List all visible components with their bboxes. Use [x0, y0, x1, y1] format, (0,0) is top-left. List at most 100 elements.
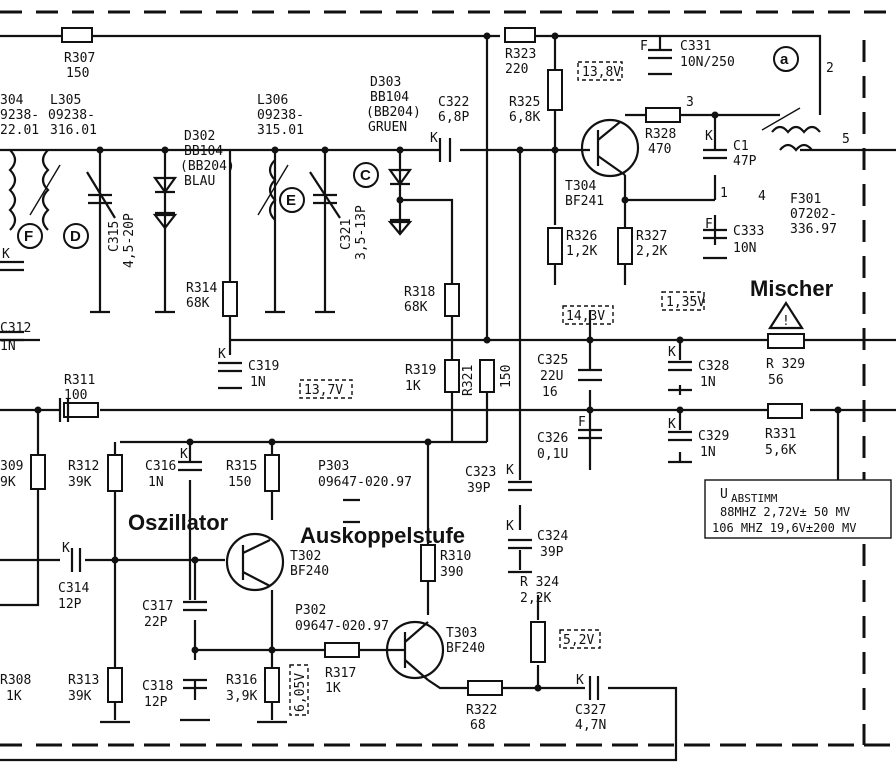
capacitor-c323-ref: C323: [465, 465, 496, 480]
warning-triangle-icon: !: [767, 300, 805, 330]
coil-l306-part-2: 315.01: [257, 123, 304, 138]
test-point-p303-symbol: [343, 498, 360, 524]
test-point-p302-part: 09647-020.97: [295, 619, 389, 634]
tuning-table-title: U: [720, 487, 728, 502]
resistor-r321-ref: R321: [461, 365, 476, 396]
resistor-r322-value: 68: [470, 718, 486, 733]
diode-d302-alt: (BB204): [180, 159, 235, 174]
resistor-r307-ref: R307: [64, 51, 95, 66]
resistor-r313-value: 39K: [68, 689, 92, 704]
diode-symbols: [152, 168, 413, 236]
resistor-r310-value: 390: [440, 565, 463, 580]
capacitor-c322-value: 6,8P: [438, 110, 469, 125]
diode-d303-alt: (BB204): [366, 105, 421, 120]
resistor-r324-value: 2,2K: [520, 591, 551, 606]
coil-symbols: [8, 107, 821, 231]
diode-d302-ref: D302: [184, 129, 215, 144]
capacitor-c329-value: 1N: [700, 445, 716, 460]
capacitor-c314-value: 12P: [58, 597, 82, 612]
marker-f: F: [24, 228, 33, 245]
resistor-r325-ref: R325: [509, 95, 540, 110]
capacitor-c333-ref: C333: [733, 224, 764, 239]
resistor-r311-value: 100: [64, 388, 87, 403]
resistor-r326-ref: R326: [566, 229, 597, 244]
diode-d303-color: GRUEN: [368, 120, 407, 135]
resistor-r314-ref: R314: [186, 281, 217, 296]
capacitor-c316-ref: C316: [145, 459, 176, 474]
resistor-r317-value: 1K: [325, 681, 341, 696]
capacitor-c325-value: 22U: [540, 369, 563, 384]
coil-pin-3: 3: [686, 95, 694, 110]
test-point-p302-ref: P302: [295, 603, 326, 618]
resistor-r314-value: 68K: [186, 296, 210, 311]
cap-mark-k: K: [62, 541, 70, 556]
capacitor-c312-ref: C312: [0, 321, 31, 336]
marker-e: E: [286, 192, 296, 209]
marker-d: D: [70, 228, 81, 245]
test-point-p303-part: 09647-020.97: [318, 475, 412, 490]
resistor-r319-ref: R319: [405, 363, 436, 378]
section-label-mixer: Mischer: [750, 276, 834, 301]
diode-d302-color: BLAU: [184, 174, 215, 189]
resistor-r322-ref: R322: [466, 703, 497, 718]
resistor-r312-ref: R312: [68, 459, 99, 474]
resistor-r329-ref: R 329: [766, 357, 805, 372]
capacitor-c319-value: 1N: [250, 375, 266, 390]
capacitor-c322-ref: C322: [438, 95, 469, 110]
resistor-r328-ref: R328: [645, 127, 676, 142]
voltage-label: 5,2V: [563, 633, 594, 648]
cap-mark-k: K: [506, 463, 514, 478]
voltage-label: 13,8V: [582, 65, 621, 80]
capacitor-c316-value: 1N: [148, 475, 164, 490]
transistor-t302-type: BF240: [290, 564, 329, 579]
coil-pin-1: 1: [720, 186, 728, 201]
resistor-r312-value: 39K: [68, 475, 92, 490]
resistor-r318-ref: R318: [404, 285, 435, 300]
resistor-r308-value: 1K: [6, 689, 22, 704]
capacitor-c318-ref: C318: [142, 679, 173, 694]
coil-f301-ref: F301: [790, 192, 821, 207]
section-label-decoupling: Auskoppelstufe: [300, 523, 465, 548]
resistor-r321-value: 150: [499, 365, 514, 388]
capacitor-c327-ref: C327: [575, 703, 606, 718]
resistor-r323-ref: R323: [505, 47, 536, 62]
capacitor-c331-value: 10N/250: [680, 55, 735, 70]
cap-mark-k: K: [668, 345, 676, 360]
coil-pin-4: 4: [758, 189, 766, 204]
capacitor-c326-value: 0,1U: [537, 447, 568, 462]
coil-l305-part-2: 316.01: [50, 123, 97, 138]
cap-mark-k: K: [180, 447, 188, 462]
resistor-r318-value: 68K: [404, 300, 428, 315]
capacitor-c315-value: 4,5-20P: [122, 213, 137, 268]
coil-l306-ref: L306: [257, 93, 288, 108]
test-point-p303-ref: P303: [318, 459, 349, 474]
coil-pin-2: 2: [826, 61, 834, 76]
ground-symbols: [90, 72, 727, 724]
resistor-r326-value: 1,2K: [566, 244, 597, 259]
resistor-r317-ref: R317: [325, 666, 356, 681]
cap-mark-f: F: [640, 39, 648, 54]
markers: a C D E F: [17, 46, 799, 249]
coil-l305-part-1: 09238-: [48, 108, 95, 123]
capacitor-c325-voltage: 16: [542, 385, 558, 400]
resistor-r329-value: 56: [768, 373, 784, 388]
capacitor-c328-ref: C328: [698, 359, 729, 374]
capacitor-c321-ref: C321: [339, 219, 354, 250]
capacitor-c323-value: 39P: [467, 481, 491, 496]
section-label-oscillator: Oszillator: [128, 510, 229, 535]
voltage-label: 14,3V: [566, 309, 605, 324]
cap-mark-f: F: [705, 217, 713, 232]
capacitor-c315-ref: C315: [107, 221, 122, 252]
resistor-r313-ref: R313: [68, 673, 99, 688]
coil-f301-part-1: 07202-: [790, 207, 837, 222]
resistor-r325-value: 6,8K: [509, 110, 540, 125]
coil-f301-part-2: 336.97: [790, 222, 837, 237]
transistor-t303-type: BF240: [446, 641, 485, 656]
transistor-t304-ref: T304: [565, 179, 596, 194]
resistor-r316-ref: R316: [226, 673, 257, 688]
capacitor-c318-value: 12P: [144, 695, 168, 710]
capacitor-c324-value: 39P: [540, 545, 564, 560]
marker-a: a: [780, 51, 789, 68]
capacitor-c333-value: 10N: [733, 241, 756, 256]
